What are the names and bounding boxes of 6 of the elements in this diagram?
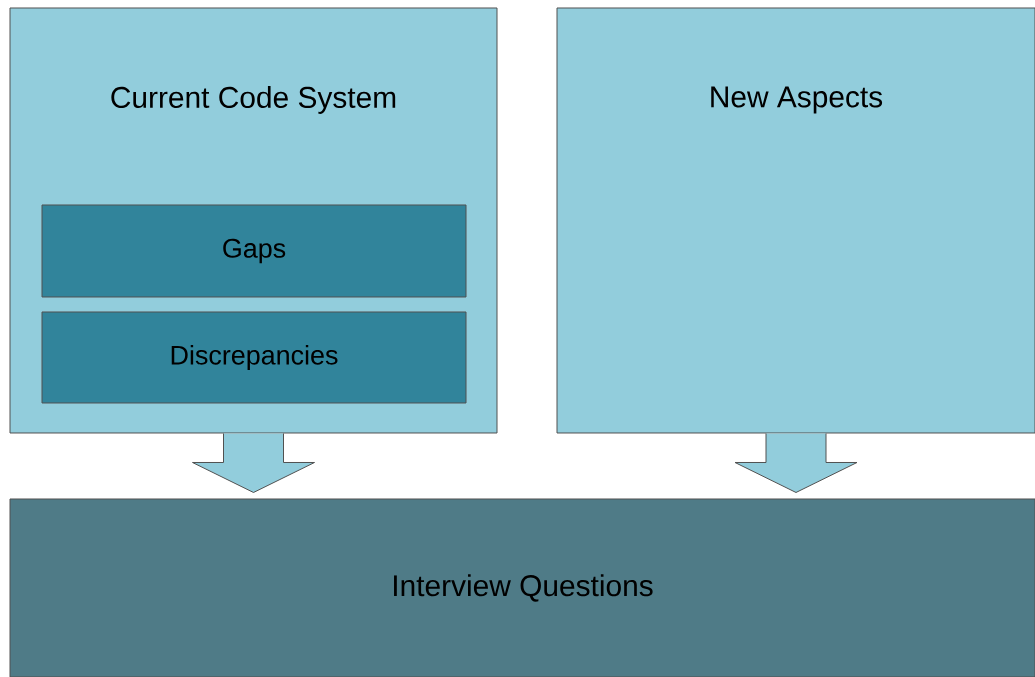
process-box: Discrepancies [41, 311, 467, 404]
block-arrow [734, 433, 858, 493]
process-box: Interview Questions [9, 498, 1035, 677]
process-box: Gaps [41, 204, 467, 298]
block-arrow [192, 433, 315, 493]
panel: New Aspects [556, 7, 1035, 434]
